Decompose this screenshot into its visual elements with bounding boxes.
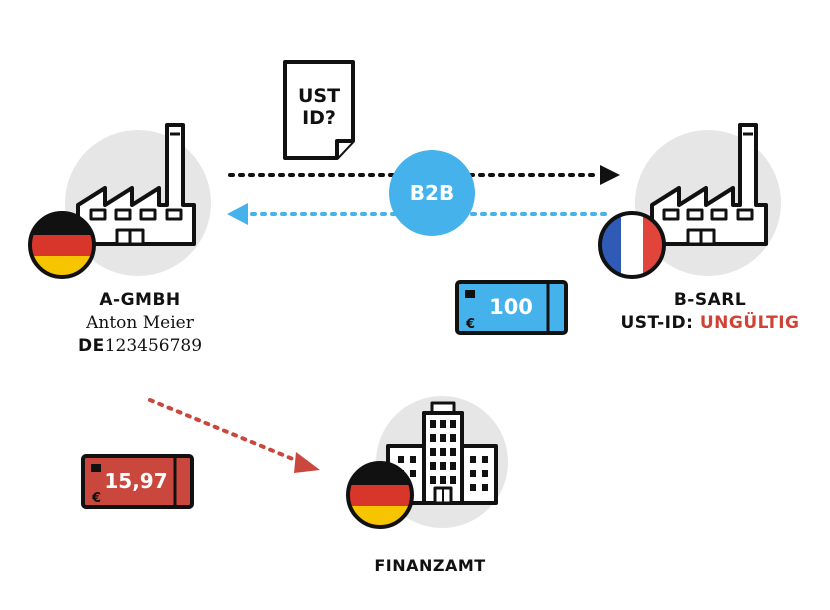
document-icon: UST ID? <box>283 60 355 160</box>
seller-vat-prefix: DE <box>77 336 105 356</box>
germany-flag-icon <box>346 461 414 529</box>
payment-arrow <box>227 203 607 225</box>
payment-amount: 100 <box>489 295 533 319</box>
tax-office-name: FINANZAMT <box>374 556 486 575</box>
tax-amount: 15,97 <box>104 469 167 493</box>
b2b-bubble: B2B <box>389 150 475 236</box>
document-line1: UST <box>298 85 340 107</box>
buyer-vat-label: UST-ID: <box>620 313 694 333</box>
euro-icon: € <box>465 317 475 332</box>
seller-contact: Anton Meier <box>86 313 194 333</box>
euro-icon: € <box>91 491 101 506</box>
buyer-vat-id: UST-ID: UNGÜLTIG <box>590 313 830 333</box>
tax-card: € 15,97 <box>81 454 194 509</box>
seller-vat-id: DE123456789 <box>40 336 240 356</box>
tax-payment-arrow <box>148 398 320 473</box>
payment-card: € 100 <box>455 280 568 335</box>
germany-flag-icon <box>28 211 96 279</box>
france-flag-icon <box>598 211 666 279</box>
factory-icon <box>76 123 196 246</box>
factory-icon <box>650 123 768 246</box>
document-line2: ID? <box>302 107 336 129</box>
seller-name: A-GMBH <box>99 290 181 310</box>
seller-vat-number: 123456789 <box>104 336 203 356</box>
b2b-label: B2B <box>410 181 454 205</box>
buyer-vat-status: UNGÜLTIG <box>699 313 800 333</box>
buyer-name: B-SARL <box>673 290 747 310</box>
